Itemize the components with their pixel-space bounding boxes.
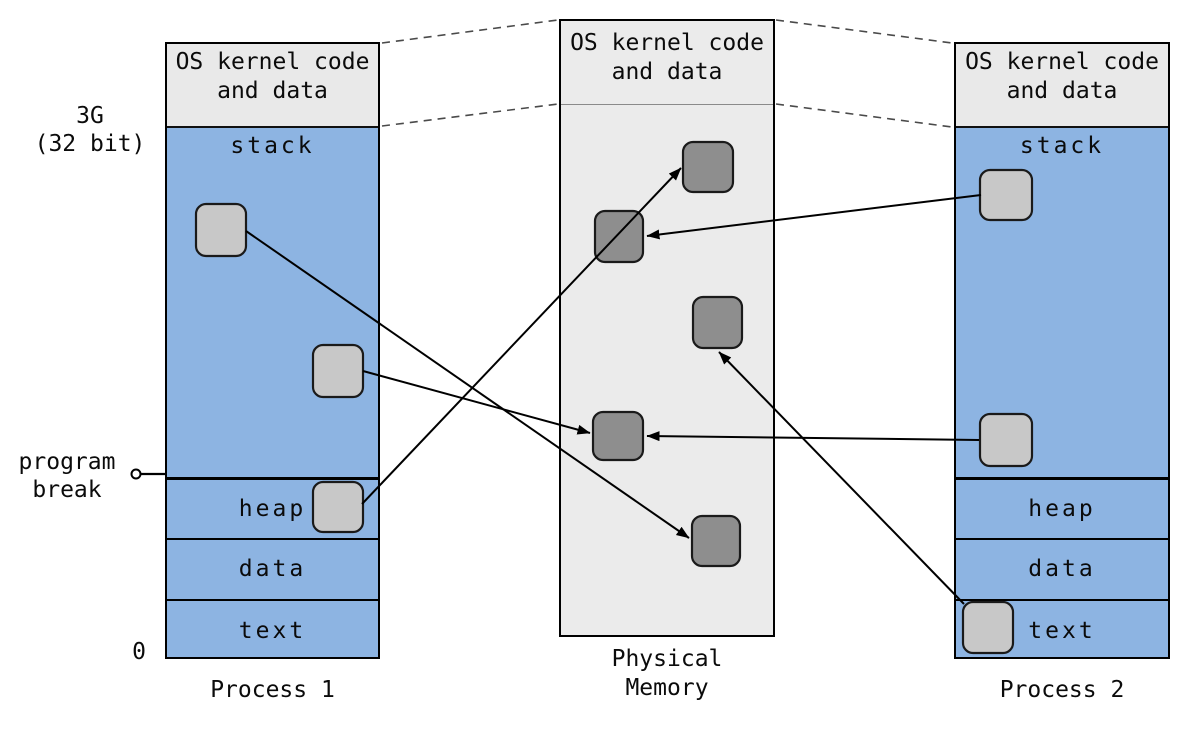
dashed-link-p2-kernel-bottom <box>775 103 953 128</box>
process2-heap-section: heap <box>956 477 1168 538</box>
arrow-p2-text-to-frame3 <box>718 351 965 605</box>
process2-stack-label: stack <box>1019 133 1105 159</box>
arrow-p1-stack-upper-to-frame5 <box>245 230 690 539</box>
process2-heap-label: heap <box>1028 495 1096 522</box>
process2-text-section: text <box>956 599 1168 661</box>
process2-text-label: text <box>1028 617 1096 644</box>
process1-stack-page-upper <box>194 202 248 258</box>
process2-stack-page-upper <box>978 168 1034 222</box>
process1-kernel-label-line2: and data <box>217 78 328 104</box>
process2-text-page <box>961 600 1015 655</box>
address-label-0: 0 <box>132 639 146 665</box>
process1-caption: Process 1 <box>210 677 335 703</box>
program-break-label-line1: program <box>18 449 116 475</box>
process2-kernel-label-line1: OS kernel code <box>965 49 1159 75</box>
arrow-p2-stack-upper-to-frame2 <box>646 194 982 240</box>
physical-frame-5 <box>690 514 742 568</box>
program-break-pointer-circle <box>130 468 142 480</box>
dashed-link-p1-kernel-bottom <box>381 103 559 127</box>
process1-data-section: data <box>167 538 378 599</box>
physical-memory-caption-line2: Memory <box>625 675 709 701</box>
process1-kernel-section: OS kernel code and data <box>167 44 378 128</box>
process1-text-section: text <box>167 599 378 661</box>
physical-frame-3 <box>691 295 744 350</box>
physical-memory-caption-line1: Physical <box>611 646 723 672</box>
physical-kernel-section: OS kernel code and data <box>561 21 773 105</box>
arrow-p1-stack-lower-to-frame4 <box>362 370 591 435</box>
dashed-link-p2-top <box>775 19 953 44</box>
process2-kernel-label-line2: and data <box>1006 78 1118 104</box>
process1-heap-page <box>311 480 365 534</box>
program-break-label: program break <box>6 448 128 504</box>
process1-stack-section: stack <box>167 128 378 477</box>
process2-caption: Process 2 <box>999 677 1125 703</box>
physical-frame-1 <box>681 140 735 194</box>
address-label-32bit: (32 bit) <box>34 131 146 157</box>
process2-stack-page-lower <box>978 412 1034 468</box>
arrow-p2-stack-lower-to-frame4 <box>646 431 980 442</box>
process1-heap-label: heap <box>238 495 307 522</box>
process1-heap-section: heap <box>167 477 378 538</box>
process2-kernel-section: OS kernel code and data <box>956 44 1168 128</box>
physical-kernel-label-line1: OS kernel code <box>570 30 764 56</box>
process2-data-label: data <box>1028 556 1096 582</box>
program-break-label-line2: break <box>32 477 102 503</box>
process1-kernel-label-line1: OS kernel code <box>175 49 370 75</box>
process1-stack-page-lower <box>311 343 365 399</box>
process2-data-section: data <box>956 538 1168 599</box>
physical-memory-caption: Physical Memory <box>559 645 775 703</box>
process1-stack-label: stack <box>230 133 315 159</box>
arrow-p1-heap-to-frame1 <box>361 167 682 505</box>
process2-stack-section: stack <box>956 128 1168 477</box>
physical-frame-2 <box>593 209 645 264</box>
process2-column: OS kernel code and data stack heap data … <box>954 42 1170 659</box>
process1-data-label: data <box>238 556 307 582</box>
process1-text-label: text <box>238 617 307 644</box>
physical-kernel-label-line2: and data <box>611 59 723 85</box>
physical-frame-4 <box>591 410 645 462</box>
dashed-link-p1-top <box>381 19 559 44</box>
address-label-3g: 3G <box>76 103 104 129</box>
